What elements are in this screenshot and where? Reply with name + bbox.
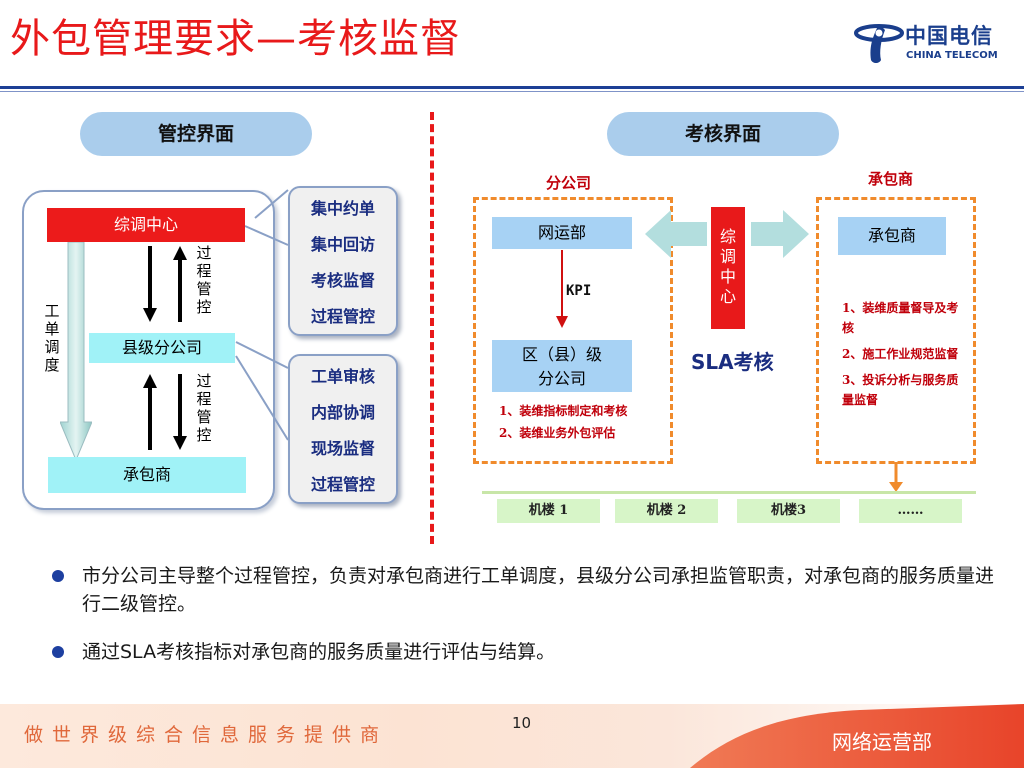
branch-dashed-box <box>473 197 673 464</box>
branch-item: 1、装维指标制定和考核 <box>499 404 628 418</box>
county-duties-bubble: 工单审核 内部协调 现场监督 过程管控 <box>288 354 398 504</box>
center-duty-item: 过程管控 <box>310 307 375 326</box>
dispatch-down-arrow-icon <box>60 242 92 460</box>
county-duty-item: 工单审核 <box>310 367 375 386</box>
control-interface-pill: 管控界面 <box>80 112 312 156</box>
contractor-title: 承包商 <box>868 170 914 188</box>
logo-en-text: CHINA TELECOM <box>906 50 998 61</box>
contractor-item: 3、投诉分析与服务质量监督 <box>842 373 959 407</box>
section-divider <box>430 112 434 544</box>
machine-room-more: …… <box>859 499 962 523</box>
two-way-arrow-icon <box>645 210 809 258</box>
contractor-items-list: 1、装维质量督导及考核 2、施工作业规范监督 3、投诉分析与服务质量监督 <box>842 298 970 410</box>
machine-rail <box>482 491 976 494</box>
center-vertical-box: 综 调 中 心 <box>711 207 745 329</box>
center-duty-item: 考核监督 <box>310 271 375 290</box>
contractor-box-left: 承包商 <box>48 457 246 493</box>
kpi-down-arrow-icon <box>556 250 568 328</box>
top-control-arrows-icon <box>143 246 187 322</box>
contractor-box-right: 承包商 <box>838 217 946 255</box>
process-control-label-bottom: 过 程 管 控 <box>196 372 212 444</box>
machine-room-3: 机楼3 <box>737 499 840 523</box>
machine-room-2: 机楼 2 <box>615 499 718 523</box>
branch-item: 2、装维业务外包评估 <box>499 426 616 440</box>
page-number: 10 <box>512 714 532 732</box>
footer-swoosh-icon <box>690 704 1024 768</box>
china-telecom-logo-icon <box>854 24 904 63</box>
sla-assessment-label: SLA考核 <box>691 350 774 374</box>
contractor-item: 2、施工作业规范监督 <box>842 347 959 361</box>
dispatch-vertical-label: 工 单 调 度 <box>44 302 60 374</box>
bullet-dot-icon <box>52 570 64 582</box>
county-duty-item: 过程管控 <box>310 475 375 494</box>
footer-slogan: 做世界级综合信息服务提供商 <box>24 724 389 746</box>
footer-department: 网络运营部 <box>832 730 932 754</box>
slide-title: 外包管理要求—考核监督 <box>10 16 461 62</box>
logo-cn-text: 中国电信 <box>905 24 993 48</box>
bottom-control-arrows-icon <box>143 374 187 450</box>
machine-room-1: 机楼 1 <box>497 499 600 523</box>
center-duty-item: 集中回访 <box>310 235 375 254</box>
net-ops-box: 网运部 <box>492 217 632 249</box>
branch-title: 分公司 <box>546 174 592 192</box>
county-duty-item: 现场监督 <box>310 439 375 458</box>
header-divider <box>0 86 1024 89</box>
center-label-bar: 综调中心 <box>47 208 245 242</box>
center-duty-item: 集中约单 <box>310 199 375 218</box>
assessment-interface-pill: 考核界面 <box>607 112 839 156</box>
kpi-label: KPI <box>566 283 592 299</box>
header-divider-thin <box>0 91 1024 92</box>
contractor-item: 1、装维质量督导及考核 <box>842 301 959 335</box>
bullet-dot-icon <box>52 646 64 658</box>
branch-items-list: 1、装维指标制定和考核 2、装维业务外包评估 <box>499 400 669 444</box>
center-duties-bubble: 集中约单 集中回访 考核监督 过程管控 <box>288 186 398 336</box>
county-branch-box: 县级分公司 <box>89 333 235 363</box>
district-branch-box: 区（县）级 分公司 <box>492 340 632 392</box>
county-duty-item: 内部协调 <box>310 403 375 422</box>
contractor-down-arrow-icon <box>889 462 903 492</box>
process-control-label-top: 过 程 管 控 <box>196 244 212 316</box>
